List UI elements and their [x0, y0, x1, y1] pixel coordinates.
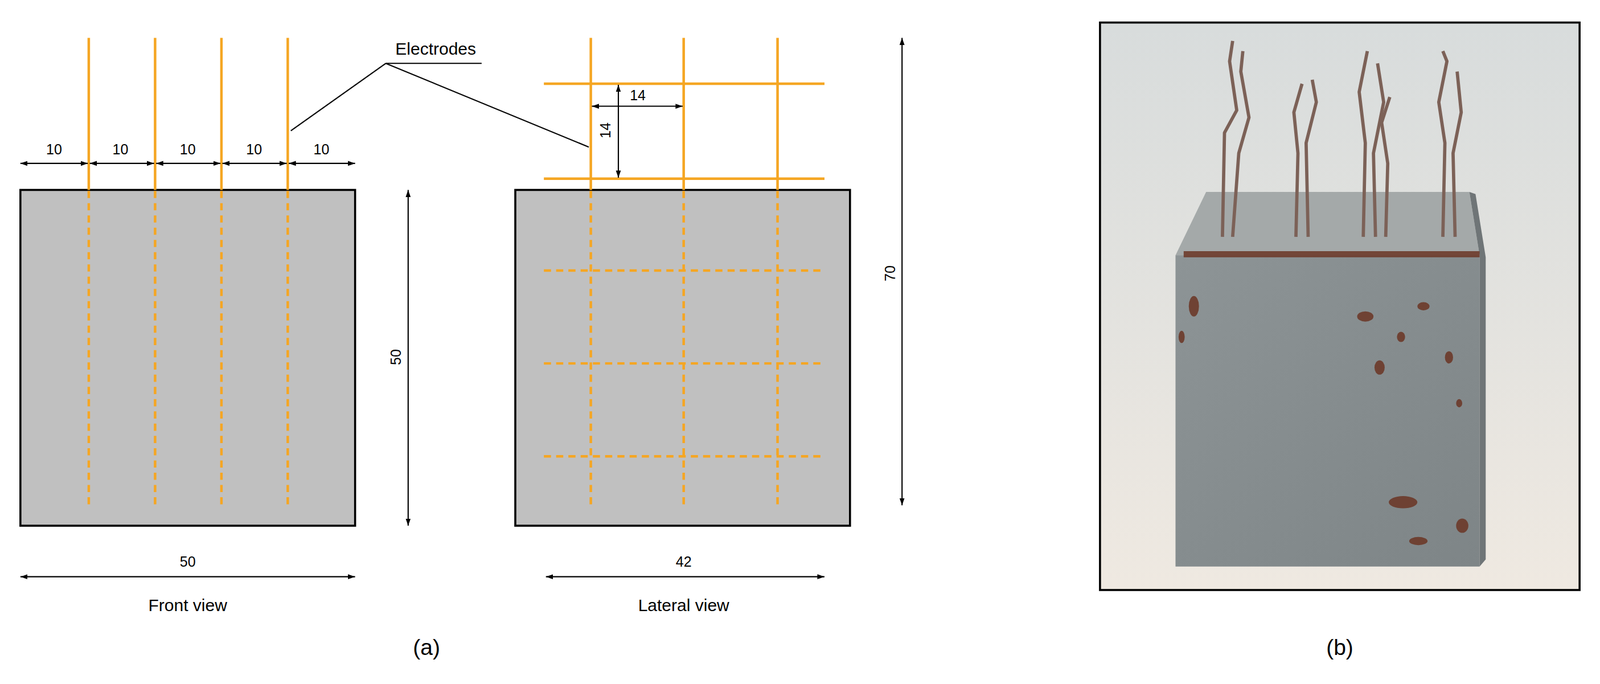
dimension-text: 50	[179, 554, 196, 569]
dimension-text: 10	[179, 141, 196, 157]
dimension-text: 10	[245, 141, 262, 157]
leader-line	[290, 63, 589, 147]
view-title: Lateral view	[638, 596, 730, 614]
dimension-text: 70	[882, 265, 897, 282]
specimen-photo	[1100, 22, 1580, 590]
dimension-text: 10	[313, 141, 330, 157]
dimension-text: 50	[388, 349, 404, 365]
dimension-text: 14	[597, 122, 613, 139]
dimension-text: 42	[675, 554, 692, 569]
view-title: Front view	[148, 596, 228, 614]
panel-label: (a)	[412, 636, 441, 659]
dimension-text: 14	[629, 87, 646, 102]
dimension-text: 10	[112, 141, 129, 157]
callout-label: Electrodes	[395, 40, 477, 58]
panel-label: (b)	[1326, 636, 1354, 659]
dimension-text: 10	[46, 141, 63, 157]
lateral-view	[515, 37, 902, 577]
front-view	[20, 37, 409, 577]
